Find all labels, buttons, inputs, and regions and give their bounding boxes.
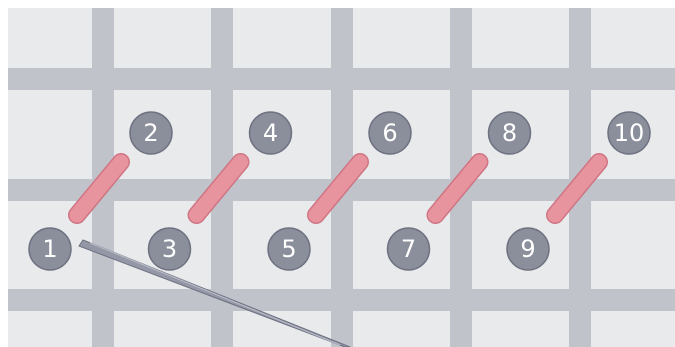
badge-label: 10	[614, 119, 645, 147]
number-badge: 1	[29, 228, 71, 270]
number-badge: 2	[130, 112, 172, 154]
badge-label: 1	[42, 235, 57, 263]
number-badge: 6	[369, 112, 411, 154]
badge-label: 5	[281, 235, 296, 263]
number-badge: 9	[507, 228, 549, 270]
number-badge: 7	[388, 228, 430, 270]
number-badge: 8	[489, 112, 531, 154]
number-badge: 5	[268, 228, 310, 270]
badge-label: 7	[401, 235, 416, 263]
badge-label: 6	[382, 119, 397, 147]
badge-label: 9	[520, 235, 535, 263]
badge-label: 4	[263, 119, 278, 147]
number-badge: 10	[608, 112, 650, 154]
number-badge: 4	[250, 112, 292, 154]
badge-label: 3	[162, 235, 177, 263]
badge-label: 2	[143, 119, 158, 147]
number-badge: 3	[149, 228, 191, 270]
badge-label: 8	[502, 119, 517, 147]
